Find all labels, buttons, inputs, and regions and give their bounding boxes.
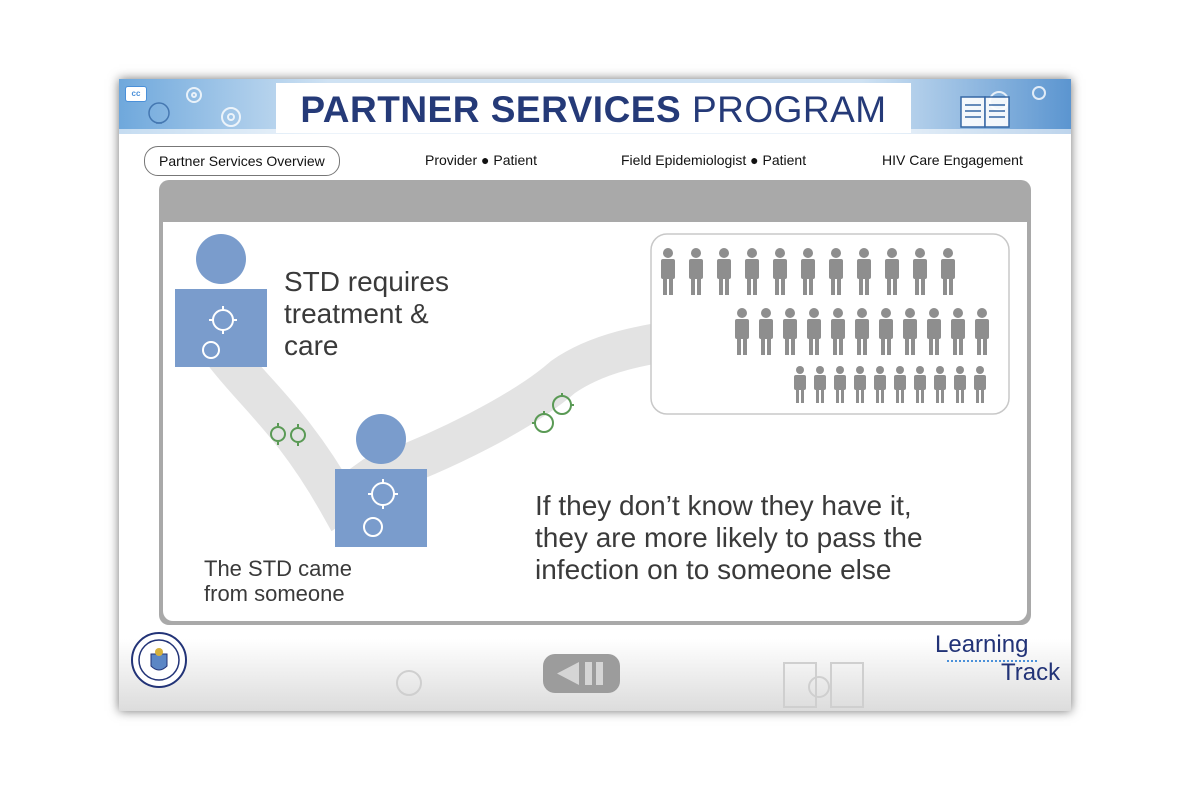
transmission-path: [203, 312, 743, 532]
source-caption-line-1: The STD came: [204, 556, 352, 581]
rewind-pause-icon: [557, 662, 603, 685]
crowd-of-people-icon: [661, 248, 989, 403]
logo-track-text: Track: [1001, 659, 1061, 686]
logo-learning-text: Learning: [935, 631, 1029, 658]
tab-hiv-care-engagement[interactable]: HIV Care Engagement: [882, 152, 1023, 168]
transmission-message-line-3: infection on to someone else: [535, 554, 892, 585]
treatment-heading-line-3: care: [284, 330, 339, 361]
transmission-message-line-2: they are more likely to pass the: [535, 522, 923, 553]
tab-field-epidemiologist-patient[interactable]: Field Epidemiologist ● Patient: [621, 152, 807, 168]
treatment-heading: STD requires treatment & care: [284, 266, 449, 362]
learning-track-logo: Learning Track: [931, 631, 1065, 687]
person-with-std-icon: [175, 234, 267, 367]
lightbulb-icon: [148, 102, 170, 124]
tab-provider-patient[interactable]: Provider ● Patient: [425, 152, 537, 168]
footer-background: [119, 639, 1071, 711]
section-nav: Partner Services Overview Provider ● Pat…: [119, 146, 1071, 176]
player-frame: cc PARTNER SERVICES PROGRAM Partner Serv…: [119, 79, 1071, 711]
title-bold: PARTNER SERVICES: [300, 89, 682, 130]
source-person-icon: [335, 414, 427, 547]
health-department-seal-icon: [131, 632, 187, 688]
play-pause-button[interactable]: [543, 654, 620, 693]
source-caption-line-2: from someone: [204, 581, 345, 606]
book-icon: [960, 96, 1010, 128]
treatment-heading-line-1: STD requires: [284, 266, 449, 297]
title-plate: PARTNER SERVICES PROGRAM: [276, 83, 911, 133]
logo-dotted-line: [947, 660, 1037, 662]
title-rest: PROGRAM: [681, 89, 887, 130]
germ-icon: [270, 423, 306, 446]
source-caption: The STD came from someone: [204, 556, 352, 606]
transmission-message-line-1: If they don’t know they have it,: [535, 490, 912, 521]
tab-partner-services-overview[interactable]: Partner Services Overview: [144, 146, 340, 176]
treatment-heading-line-2: treatment &: [284, 298, 429, 329]
content-panel: STD requires treatment & care The STD ca…: [159, 180, 1031, 625]
slide-area: STD requires treatment & care The STD ca…: [163, 222, 1027, 621]
page-title: PARTNER SERVICES PROGRAM: [276, 89, 911, 131]
closed-captions-button[interactable]: cc: [125, 86, 147, 102]
transmission-message: If they don’t know they have it, they ar…: [535, 490, 923, 586]
header-banner: cc PARTNER SERVICES PROGRAM: [119, 79, 1071, 134]
germ-cluster-icon: [532, 393, 574, 433]
